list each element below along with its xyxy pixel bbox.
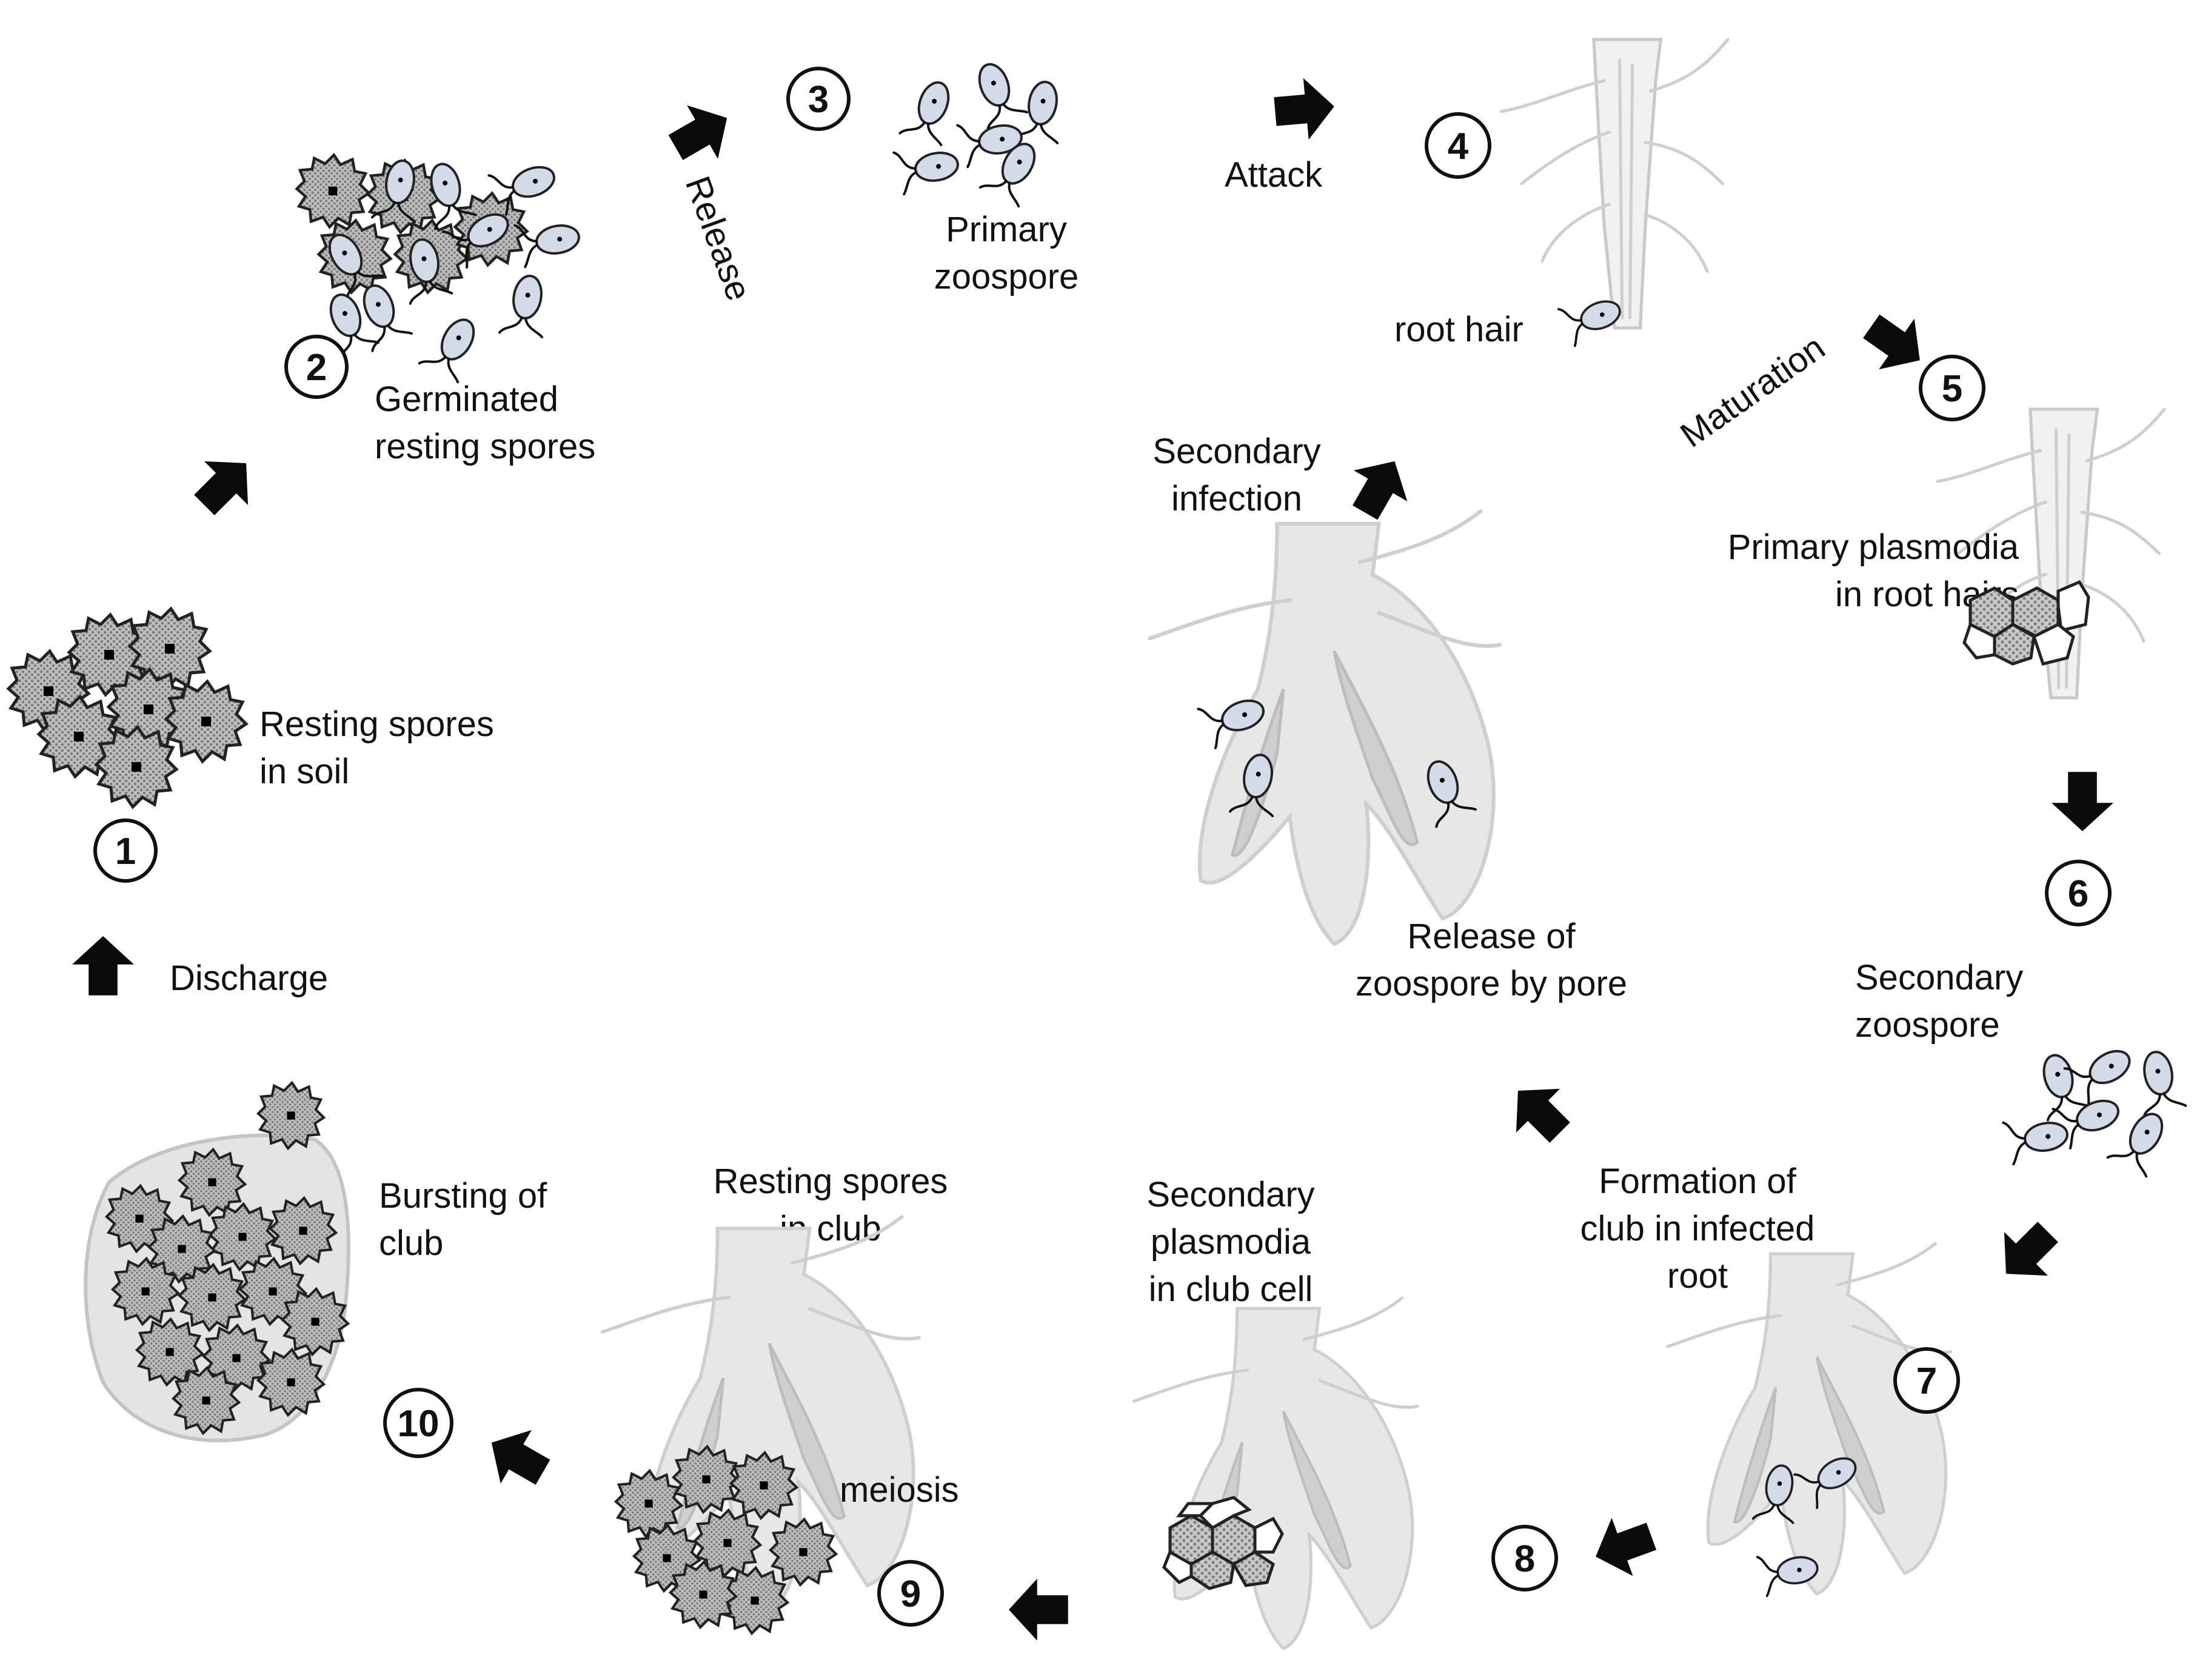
stage-9-number-badge [877, 1560, 944, 1627]
stage-10-label-line-2: club [379, 1223, 443, 1263]
stage-7-label-line-2: club in infected [1580, 1209, 1815, 1248]
stage-2-number-badge [284, 335, 349, 399]
stage-2-germinated-resting-spores: 2 Germinated resting spores [284, 155, 595, 466]
stage-5-label-line-1: Primary plasmodia [1728, 527, 2019, 567]
stage-3-primary-zoospore: 3 Primary zoospore [786, 58, 1079, 296]
arrow-9-to-10 [476, 1416, 558, 1499]
maturation-label: Maturation [1673, 327, 1832, 455]
attack-label: Attack [1225, 155, 1323, 195]
stage-10-label-line-1: Bursting of [379, 1176, 547, 1216]
stage-3-number-badge [786, 67, 851, 131]
arrow-discharge [72, 936, 134, 996]
stage-4-label: root hair [1394, 310, 1523, 349]
primary-plasmodia-cells [1962, 580, 2090, 666]
stage-6-label-line-2: zoospore [1855, 1005, 2000, 1045]
discharge-label: Discharge [170, 959, 328, 998]
secondary-infection-label-line-2: infection [1171, 479, 1302, 518]
arrow-5-to-6 [2052, 772, 2113, 831]
stage-7-label-line-3: root [1667, 1256, 1728, 1296]
stage-8-number: 8 [1514, 1538, 1535, 1580]
secondary-infection-label-line-1: Secondary [1152, 432, 1320, 471]
pore-release-label-line-1: Release of [1407, 917, 1576, 956]
stage-8-label-line-1: Secondary [1146, 1175, 1314, 1214]
pore-release-label-line-2: zoospore by pore [1356, 964, 1627, 1003]
stage-2-number: 2 [306, 347, 327, 389]
arrow-8-to-9 [1009, 1579, 1068, 1641]
arrow-6-to-7 [1984, 1210, 2070, 1296]
stage-5-number: 5 [1942, 368, 1962, 410]
arrow-1-to-2 [182, 441, 269, 527]
stage-6-secondary-zoospore: 6 Secondary zoospore [1855, 860, 2186, 1179]
stage-9-resting-spores-in-club: Resting spores in club meiosis 9 [603, 1162, 959, 1633]
stage-8-label-line-3: in club cell [1149, 1270, 1313, 1309]
stage-10-number: 10 [398, 1403, 440, 1445]
arrow-7-to-8 [1585, 1507, 1662, 1586]
stage-4-number: 4 [1448, 125, 1469, 167]
stage-3-label-line-2: zoospore [934, 257, 1079, 296]
release-label: Release [678, 171, 759, 306]
stage-4-number-badge [1425, 112, 1491, 179]
stage-6-number-badge [2045, 860, 2112, 926]
stage-1-resting-spores-in-soil: Resting spores in soil 1 [8, 609, 494, 883]
release-of-zoospore-by-pore: Release of zoospore by pore Secondary in… [1150, 432, 1627, 1003]
stage-8-label-line-2: plasmodia [1151, 1222, 1311, 1262]
arrow-to-pore-release [1496, 1068, 1582, 1155]
meiosis-label: meiosis [840, 1470, 959, 1510]
stage-3-number: 3 [808, 79, 829, 121]
stage-8-secondary-plasmodia: Secondary plasmodia in club cell 8 [1134, 1175, 1558, 1648]
arrow-release [660, 91, 743, 175]
stage-3-label-line-1: Primary [946, 210, 1067, 249]
stage-9-number: 9 [900, 1573, 921, 1615]
stage-10-number-badge [383, 1388, 453, 1458]
arrow-secondary-infection [1338, 446, 1422, 528]
stage-1-label-line-1: Resting spores [259, 704, 494, 744]
stage-5-number-badge [1919, 355, 1985, 421]
secondary-plasmodia-cells [1162, 1496, 1284, 1590]
stage-7-label-line-1: Formation of [1599, 1162, 1796, 1201]
stage-7-number: 7 [1916, 1360, 1937, 1402]
stage-9-label-line-1: Resting spores [714, 1162, 948, 1201]
stage-5-primary-plasmodia: 5 Primary plasmodia in root hairs [1728, 355, 2164, 698]
stage-2-label-line-2: resting spores [375, 427, 595, 466]
stage-7-club-formation: Formation of club in infected root 7 [1580, 1162, 1960, 1598]
stage-2-label-line-1: Germinated [375, 380, 558, 419]
arrow-attack [1272, 75, 1337, 142]
stage-10-bursting-of-club: Bursting of club 10 [84, 1083, 547, 1458]
stage-6-label-line-1: Secondary [1855, 958, 2023, 997]
stage-6-number: 6 [2068, 873, 2089, 915]
stage-1-number: 1 [115, 831, 136, 872]
stage-4-root-hair-attack: 4 root hair [1394, 39, 1728, 349]
stage-8-number-badge [1491, 1525, 1558, 1591]
stage-1-number-badge [93, 818, 158, 883]
stage-1-label-line-2: in soil [259, 752, 349, 791]
stage-7-number-badge [1893, 1347, 1960, 1414]
